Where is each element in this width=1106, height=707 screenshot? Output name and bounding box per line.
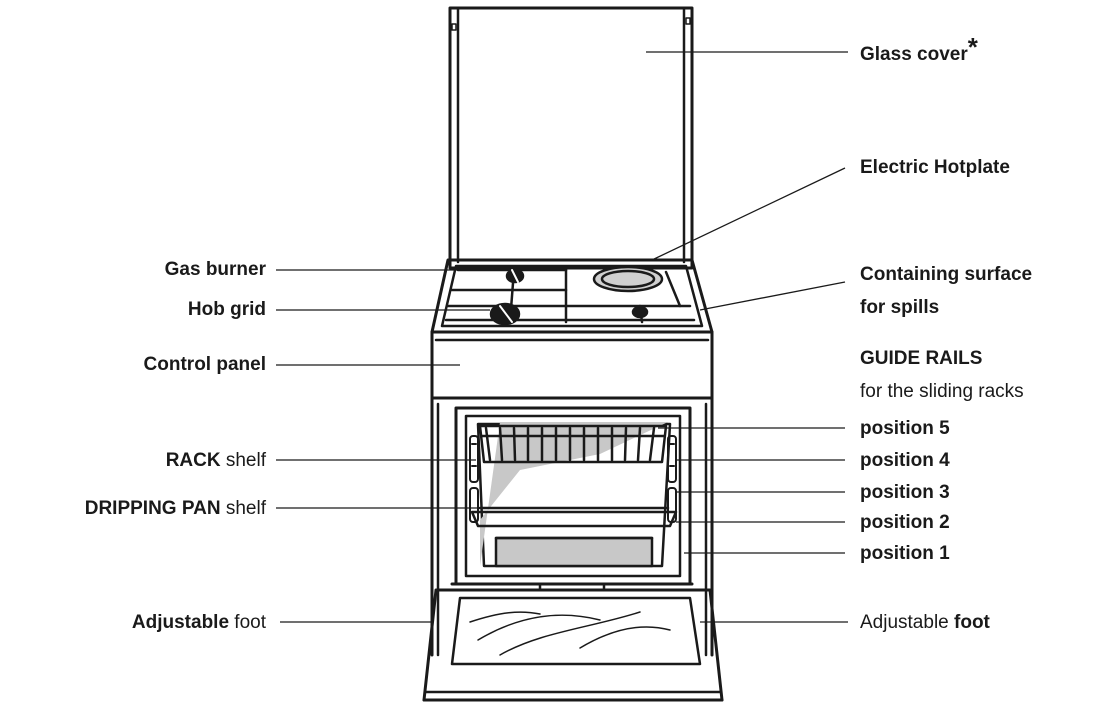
lower-cavity <box>494 536 654 568</box>
label-guide-rails: GUIDE RAILS <box>860 348 982 370</box>
label-glass-cover: Glass cover* <box>860 34 978 66</box>
label-rack-shelf: RACK shelf <box>166 450 266 472</box>
control-panel <box>430 330 714 400</box>
electric-hotplate <box>592 265 664 293</box>
guide-rails-subtext: for the sliding racks <box>860 381 1024 402</box>
containing-surface-line1: Containing surface <box>860 264 1033 285</box>
label-control-panel: Control panel <box>144 354 266 376</box>
label-electric-hotplate: Electric Hotplate <box>860 157 1010 179</box>
leader-lines <box>276 51 848 623</box>
label-position-5: position 5 <box>860 418 950 440</box>
label-containing-surface: Containing surface <box>860 264 1032 286</box>
guide-rails-text: GUIDE RAILS <box>860 348 983 369</box>
adjustable-foot-left-bold: Adjustable <box>131 612 230 633</box>
rack-shelf <box>478 424 668 464</box>
gas-burners <box>489 268 649 326</box>
position-5-text: position 5 <box>860 418 950 439</box>
label-position-1: position 1 <box>860 543 950 565</box>
adjustable-foot-right-bold: foot <box>954 612 990 633</box>
label-hob-grid: Hob grid <box>188 299 266 321</box>
hob-grid-text: Hob grid <box>187 299 266 320</box>
label-position-4: position 4 <box>860 450 950 472</box>
position-2-text: position 2 <box>860 512 950 533</box>
gas-burner-text: Gas burner <box>164 259 266 280</box>
label-guide-rails-sub: for the sliding racks <box>860 381 1024 403</box>
position-4-text: position 4 <box>860 450 950 471</box>
label-dripping-pan-shelf: DRIPPING PAN shelf <box>85 498 266 520</box>
dripping-pan-bold: DRIPPING PAN <box>84 498 221 519</box>
adjustable-foot-left-text: foot <box>229 612 266 633</box>
rack-shelf-bold: RACK <box>165 450 221 471</box>
adjustable-foot-right-text: Adjustable <box>860 612 955 633</box>
glass-cover-text: Glass cover <box>860 44 968 65</box>
label-containing-surface-2: for spills <box>860 297 939 319</box>
control-panel-text: Control panel <box>143 354 266 375</box>
label-position-2: position 2 <box>860 512 950 534</box>
position-3-text: position 3 <box>860 482 950 503</box>
dripping-pan <box>470 506 678 528</box>
position-1-text: position 1 <box>860 543 950 564</box>
glass-cover-asterisk: * <box>967 32 978 62</box>
containing-surface-line2: for spills <box>860 297 940 318</box>
electric-hotplate-text: Electric Hotplate <box>860 157 1010 178</box>
dripping-pan-text: shelf <box>220 498 266 519</box>
glass-cover <box>448 6 694 270</box>
oven-door <box>422 588 724 702</box>
label-adjustable-foot-left: Adjustable foot <box>132 612 266 634</box>
guide-rails <box>469 435 677 523</box>
hob-top <box>430 258 714 334</box>
label-adjustable-foot-right: Adjustable foot <box>860 612 990 634</box>
rack-shelf-text: shelf <box>220 450 266 471</box>
label-gas-burner: Gas burner <box>165 259 266 281</box>
label-position-3: position 3 <box>860 482 950 504</box>
